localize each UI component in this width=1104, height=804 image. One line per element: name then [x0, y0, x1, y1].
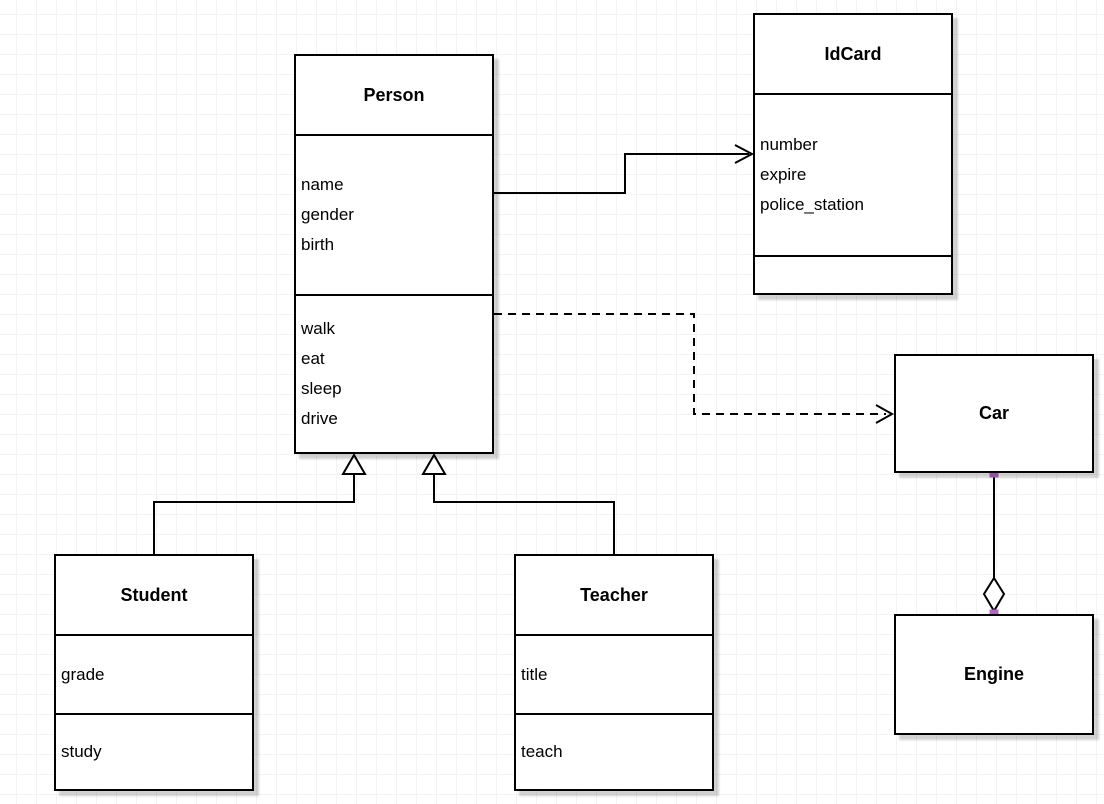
class-title: Teacher [580, 584, 648, 605]
class-attributes: grade [56, 634, 252, 713]
class-methods: teach [516, 713, 712, 789]
class-attributes: number expire police_station [755, 93, 951, 255]
class-idcard[interactable]: IdCard number expire police_station [753, 13, 953, 295]
attribute: grade [61, 664, 105, 684]
class-title: Student [120, 584, 188, 605]
method: drive [301, 409, 338, 428]
attribute: number [760, 135, 818, 154]
attribute: expire [760, 165, 807, 184]
class-title: Person [363, 84, 425, 105]
method: teach [521, 742, 563, 761]
attribute: police_station [760, 195, 864, 214]
class-teacher[interactable]: Teacher title teach [514, 554, 714, 791]
class-attributes: name gender birth [296, 134, 492, 294]
class-methods: walk eat sleep drive [296, 294, 492, 452]
class-person[interactable]: Person name gender birth walk eat sleep … [294, 54, 494, 454]
edge-car-engine[interactable] [982, 468, 1006, 619]
attribute: birth [301, 235, 335, 254]
method: study [61, 742, 102, 761]
method: sleep [301, 379, 342, 398]
class-engine[interactable]: Engine [894, 614, 1094, 735]
class-car[interactable]: Car [894, 354, 1094, 473]
class-methods-empty [755, 255, 951, 293]
edge-person-car[interactable] [494, 313, 895, 424]
class-student[interactable]: Student grade study [54, 554, 254, 791]
class-title: Car [978, 403, 1009, 423]
class-attributes: title [516, 634, 712, 713]
edge-person-idcard[interactable] [494, 144, 755, 194]
method: walk [301, 319, 336, 338]
open-arrowhead [734, 144, 755, 164]
attribute: title [521, 664, 548, 684]
generalization-triangle [341, 453, 367, 475]
aggregation-diamond [982, 576, 1006, 613]
class-title: IdCard [824, 43, 882, 64]
edge-student-person[interactable] [153, 453, 367, 554]
edge-teacher-person[interactable] [421, 453, 615, 554]
method: eat [301, 349, 325, 368]
generalization-triangle [421, 453, 447, 475]
open-arrowhead [875, 404, 895, 424]
attribute: gender [301, 205, 354, 224]
class-methods: study [56, 713, 252, 789]
class-title: Engine [963, 664, 1024, 684]
attribute: name [301, 175, 344, 194]
